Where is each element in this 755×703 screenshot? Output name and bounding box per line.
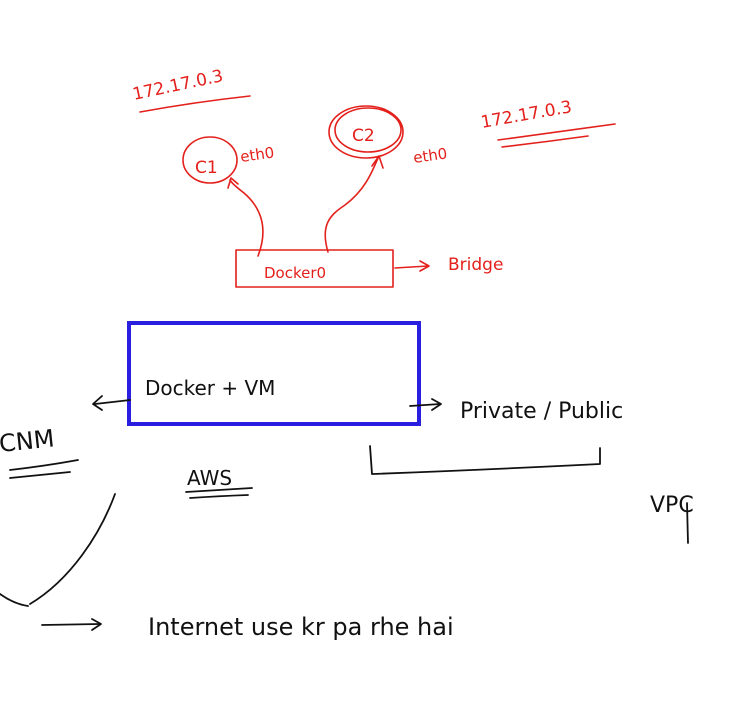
cnm-underline-2 — [9, 471, 71, 479]
internet-arrow-line — [41, 623, 101, 626]
c2-container-circle-inner — [334, 107, 402, 153]
c2-ip-underline-1 — [497, 123, 616, 141]
c2-iface-label: eth0 — [412, 144, 448, 167]
private-public-arrow-line — [409, 403, 441, 407]
aws-underline-1 — [185, 487, 253, 493]
docker-vm-label: Docker + VM — [145, 376, 275, 400]
c2-link-arrowhead — [371, 155, 384, 169]
cnm-down-hook — [0, 593, 29, 607]
c1-ip-underline — [139, 95, 251, 113]
bridge-arrow-line — [394, 265, 429, 269]
c1-container-circle — [182, 136, 238, 184]
vpc-stroke — [686, 502, 689, 544]
c1-label: C1 — [195, 158, 218, 178]
c2-bridge-link — [324, 157, 379, 253]
bridge-label: Bridge — [448, 255, 503, 275]
c2-label: C2 — [352, 126, 375, 146]
c1-iface-label: eth0 — [239, 143, 275, 166]
bridge-arrowhead — [419, 260, 430, 272]
subnet-bracket — [369, 445, 601, 475]
cnm-down-curve — [29, 493, 116, 605]
docker0-bridge-box — [235, 249, 394, 288]
cnm-label: CNM — [0, 424, 56, 458]
c1-bridge-link — [229, 179, 264, 257]
docker0-label: Docker0 — [264, 264, 326, 282]
internet-arrowhead — [91, 618, 102, 631]
c1-ip-label: 172.17.0.3 — [131, 66, 225, 105]
cnm-arrowhead — [92, 395, 103, 411]
host-annotations: CNM AWS Private / Public VPC Internet us… — [0, 395, 694, 641]
private-public-arrowhead — [431, 398, 442, 411]
c1-link-arrowhead — [227, 177, 239, 189]
c2-ip-underline-2 — [501, 135, 589, 148]
aws-label: AWS — [187, 466, 232, 490]
aws-underline-2 — [189, 494, 249, 499]
docker-vm-box — [127, 321, 421, 426]
network-sketch: 172.17.0.3 172.17.0.3 C1 eth0 C2 eth0 Do… — [131, 66, 616, 288]
private-public-label: Private / Public — [460, 399, 623, 424]
c2-container-circle — [328, 105, 404, 159]
c2-ip-label: 172.17.0.3 — [479, 97, 573, 133]
internet-usage-label: Internet use kr pa rhe hai — [148, 613, 454, 641]
cnm-arrow-line — [94, 399, 131, 405]
cnm-underline-1 — [9, 459, 79, 471]
